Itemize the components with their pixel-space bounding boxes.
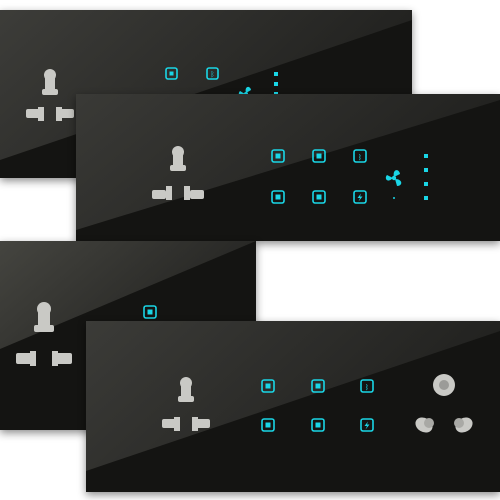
doorbell-switch[interactable]: ᛒ: [353, 149, 367, 163]
touch-switch-4[interactable]: [312, 190, 326, 204]
light-switch[interactable]: [360, 418, 374, 432]
bell-icon: ᛒ: [358, 154, 362, 162]
switch-panel-4: ᛒ: [86, 321, 500, 492]
bell-icon: ᛒ: [365, 384, 369, 392]
universal-socket-icon: [162, 377, 210, 431]
touch-switch-1[interactable]: [143, 305, 157, 319]
doorbell-switch[interactable]: ᛒ: [360, 379, 374, 393]
touch-switch-1[interactable]: [261, 379, 275, 393]
fan-speed-indicator-icon: [274, 72, 278, 96]
light-switch[interactable]: [353, 190, 367, 204]
universal-socket-icon: [16, 302, 72, 366]
universal-socket-icon: [152, 146, 204, 200]
universal-socket-icon: [26, 69, 74, 121]
bell-icon: ᛒ: [210, 71, 214, 79]
fan-speed-indicator-icon: [393, 154, 428, 200]
touch-switch-1[interactable]: [271, 149, 285, 163]
glass-reflection: [86, 321, 500, 471]
bulb-icon: [364, 421, 370, 430]
bulb-icon: [357, 193, 363, 202]
touch-switch-4[interactable]: [311, 418, 325, 432]
round-pin-socket-icon: [415, 374, 473, 433]
glass-reflection: [76, 94, 500, 230]
touch-switch-3[interactable]: [261, 418, 275, 432]
light-switch-1[interactable]: [165, 67, 178, 80]
fan-icon[interactable]: [385, 170, 402, 186]
touch-switch-3[interactable]: [271, 190, 285, 204]
glass-reflection: [0, 241, 256, 349]
touch-switch-2[interactable]: [312, 149, 326, 163]
switch-panel-2: ᛒ: [76, 94, 500, 241]
touch-switch-2[interactable]: [311, 379, 325, 393]
doorbell-switch[interactable]: ᛒ: [206, 67, 219, 80]
